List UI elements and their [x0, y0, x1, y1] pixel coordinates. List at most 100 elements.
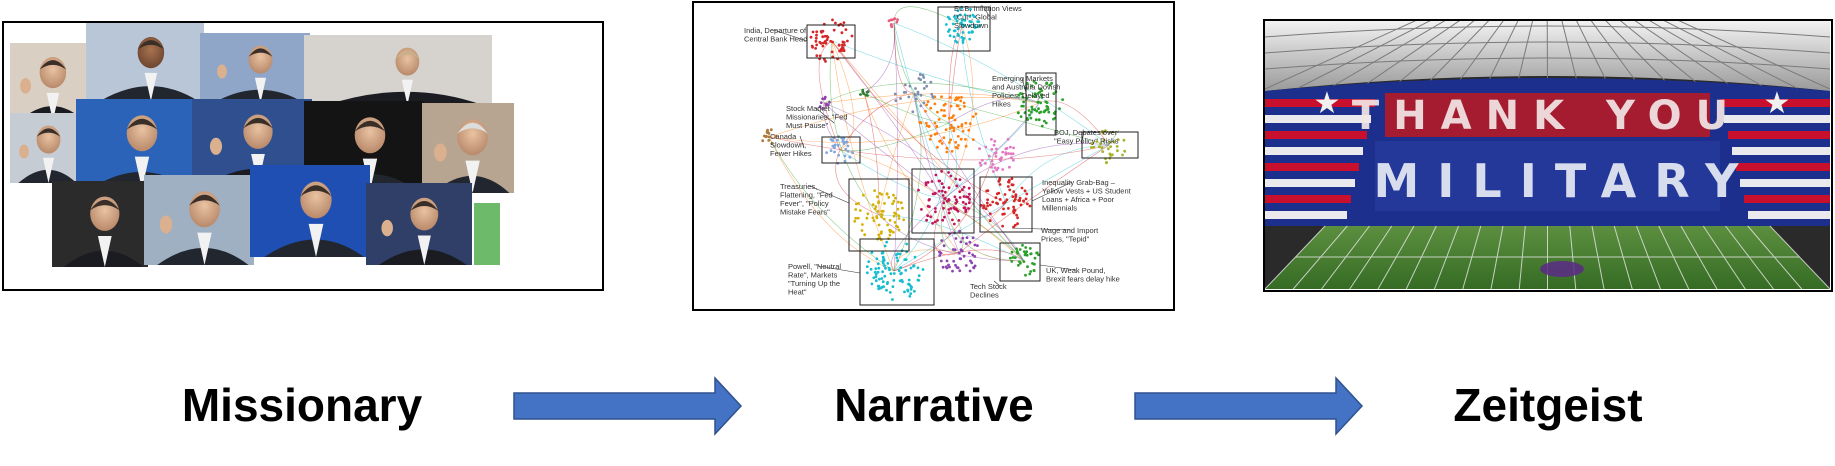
network-node — [1028, 204, 1032, 208]
network-node — [951, 22, 955, 26]
network-node — [945, 259, 949, 263]
network-node — [842, 21, 846, 24]
network-node — [942, 206, 945, 210]
network-node — [947, 171, 950, 174]
network-node — [914, 87, 917, 90]
network-node — [882, 258, 886, 262]
network-node — [1123, 149, 1127, 153]
network-node — [896, 225, 900, 229]
network-node — [931, 95, 935, 98]
network-node — [1050, 81, 1053, 85]
network-node — [846, 144, 850, 148]
network-node — [880, 277, 884, 280]
network-node — [955, 97, 959, 100]
network-node — [965, 242, 968, 246]
network-node — [1040, 124, 1044, 128]
network-node — [887, 19, 891, 23]
network-node — [936, 219, 939, 222]
network-node — [882, 285, 885, 289]
network-node — [955, 19, 959, 23]
network-node — [920, 208, 923, 211]
network-node — [1053, 112, 1057, 116]
network-node — [880, 213, 884, 217]
network-node — [870, 282, 874, 286]
network-node — [1010, 260, 1014, 263]
network-node — [865, 91, 869, 94]
network-node — [880, 215, 883, 219]
network-node — [896, 18, 899, 21]
network-node — [968, 24, 971, 28]
network-node — [921, 73, 925, 77]
network-node — [971, 30, 974, 34]
network-node — [998, 177, 1002, 181]
network-node — [815, 54, 819, 58]
network-node — [964, 264, 968, 267]
network-node — [990, 138, 993, 141]
network-node — [876, 270, 880, 274]
network-node — [826, 35, 830, 39]
network-node — [1023, 189, 1027, 193]
network-node — [811, 30, 815, 34]
network-node — [949, 123, 953, 127]
network-node — [842, 49, 846, 53]
network-node — [894, 196, 897, 200]
network-node — [990, 147, 994, 151]
network-node — [1033, 256, 1037, 260]
network-node — [993, 166, 997, 170]
network-node — [971, 253, 975, 257]
network-node — [1116, 149, 1119, 153]
network-node — [917, 279, 921, 282]
network-node — [1025, 192, 1029, 196]
network-node — [1028, 272, 1032, 276]
network-node — [1013, 256, 1017, 259]
network-node — [935, 125, 939, 129]
network-node — [861, 88, 865, 92]
network-node — [1011, 195, 1015, 199]
network-node — [1010, 183, 1014, 187]
network-node — [846, 149, 850, 153]
network-node — [1024, 197, 1028, 201]
network-node — [954, 145, 958, 149]
missionary-image-panel — [2, 21, 604, 291]
network-node — [877, 201, 880, 205]
network-node — [948, 116, 951, 120]
network-node — [959, 13, 962, 17]
network-node — [881, 270, 884, 274]
network-node — [956, 32, 960, 36]
network-node — [968, 269, 972, 273]
network-node — [958, 257, 962, 260]
network-node — [843, 154, 847, 158]
network-node — [955, 200, 959, 204]
network-node — [964, 121, 968, 125]
network-node — [881, 261, 885, 265]
network-node — [907, 278, 911, 282]
network-node — [1020, 92, 1024, 96]
network-node — [944, 128, 948, 131]
network-node — [891, 298, 894, 301]
network-node — [940, 142, 944, 145]
network-node — [893, 92, 897, 96]
stage-label-zeitgeist: Zeitgeist — [1453, 379, 1643, 431]
network-node — [971, 138, 975, 142]
network-node — [1108, 140, 1112, 144]
network-node — [903, 258, 907, 261]
network-node — [958, 269, 962, 273]
network-node — [993, 139, 997, 143]
network-node — [821, 44, 825, 48]
network-node — [1052, 117, 1055, 121]
network-node — [944, 102, 947, 106]
network-node — [942, 186, 945, 189]
network-node — [818, 54, 822, 58]
network-node — [877, 266, 881, 270]
network-node — [830, 50, 834, 54]
network-node — [869, 267, 873, 271]
network-node — [1036, 92, 1040, 95]
network-node — [938, 254, 942, 257]
network-node — [1112, 140, 1116, 144]
network-node — [1029, 252, 1033, 256]
network-node — [977, 20, 981, 23]
network-node — [1109, 145, 1112, 149]
network-node — [942, 109, 946, 112]
network-node — [899, 201, 903, 205]
